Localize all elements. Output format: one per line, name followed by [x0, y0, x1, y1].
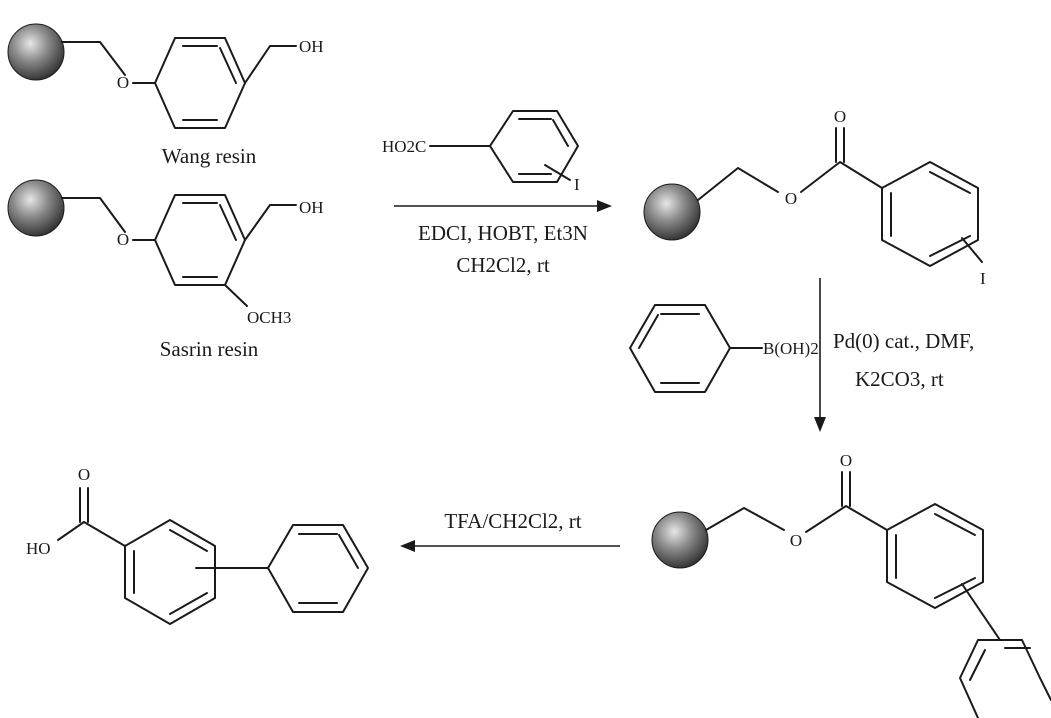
suzuki-conditions-line2: K2CO3, rt [855, 367, 944, 391]
suzuki-conditions-line1: Pd(0) cat., DMF, [833, 329, 974, 353]
linker-bond [61, 41, 126, 76]
acid-ring-bond [83, 521, 126, 547]
ring-double-bond [638, 314, 659, 349]
wang-resin-structure: O OH Wang resin [7, 23, 324, 168]
ether-oxygen: O [117, 73, 129, 92]
wang-resin-label: Wang resin [162, 144, 257, 168]
coupling-conditions-line2: CH2Cl2, rt [456, 253, 550, 277]
ring-double-bond [934, 577, 976, 599]
phenyl-ring [267, 524, 369, 613]
iodo-bond [961, 237, 983, 263]
ch2-bond [244, 204, 297, 241]
cleavage-arrow: TFA/CH2Cl2, rt [400, 509, 620, 552]
methoxy-bond [224, 284, 248, 307]
iodine-label: I [574, 175, 580, 194]
hydroxyl-label: OH [299, 37, 324, 56]
resin-bead [7, 179, 65, 237]
linker-bond [705, 507, 785, 531]
boronic-acid-label: B(OH)2 [763, 339, 819, 358]
suzuki-arrow: Pd(0) cat., DMF, K2CO3, rt [814, 278, 974, 432]
ring-double-bond [219, 47, 237, 84]
ring-double-bond [338, 534, 359, 569]
resin-bead [643, 183, 701, 241]
ester-oxygen: O [785, 189, 797, 208]
coupling-conditions-line1: EDCI, HOBT, Et3N [418, 221, 588, 245]
ester-bond [800, 161, 883, 193]
ring-double-bond [169, 592, 208, 615]
biaryl-bond [961, 583, 1001, 641]
benzene-ring [881, 161, 979, 267]
benzene-ring [124, 519, 216, 625]
iodobenzoic-acid-reagent: HO2C I [382, 110, 580, 194]
ester-bond [805, 505, 888, 533]
sasrin-resin-label: Sasrin resin [160, 337, 259, 361]
linker-bond [61, 197, 126, 233]
resin-bead [7, 23, 65, 81]
ring-double-bond [169, 529, 208, 552]
resin-bound-biphenyl-ester: O O [651, 451, 1051, 718]
benzene-ring [154, 194, 246, 286]
sasrin-resin-structure: O OH OCH3 Sasrin resin [7, 179, 324, 361]
cleavage-conditions: TFA/CH2Cl2, rt [444, 509, 581, 533]
benzene-ring [154, 37, 246, 129]
carboxyl-oh-label: HO [26, 539, 51, 558]
ring-double-bond [934, 513, 976, 536]
ester-oxygen: O [790, 531, 802, 550]
ring-double-bond [552, 119, 569, 147]
carbonyl-oxygen: O [78, 465, 90, 484]
iodo-bond [544, 164, 571, 181]
coupling-arrow: EDCI, HOBT, Et3N CH2Cl2, rt [394, 200, 612, 277]
carboxyl-label: HO2C [382, 137, 426, 156]
hydroxyl-label: OH [299, 198, 324, 217]
benzene-ring [886, 503, 984, 609]
resin-bound-iodobenzoate: O O I [643, 107, 986, 288]
benzene-ring [629, 304, 731, 393]
ring-double-bond [929, 171, 971, 194]
phenyl-ring-partial [959, 639, 1051, 718]
resin-bead [651, 511, 709, 569]
benzene-ring [489, 110, 579, 183]
ring-double-bond [969, 649, 986, 681]
carbonyl-oxygen: O [834, 107, 846, 126]
linker-bond [697, 167, 779, 201]
ring-double-bond [219, 204, 237, 241]
ether-oxygen: O [117, 230, 129, 249]
c-oh-bond [57, 521, 85, 541]
iodine-label: I [980, 269, 986, 288]
carbonyl-oxygen: O [840, 451, 852, 470]
biphenylcarboxylic-acid-product: HO O [26, 465, 369, 625]
ch2-bond [244, 45, 297, 84]
phenylboronic-acid: B(OH)2 [629, 304, 819, 393]
methoxy-label: OCH3 [247, 308, 291, 327]
